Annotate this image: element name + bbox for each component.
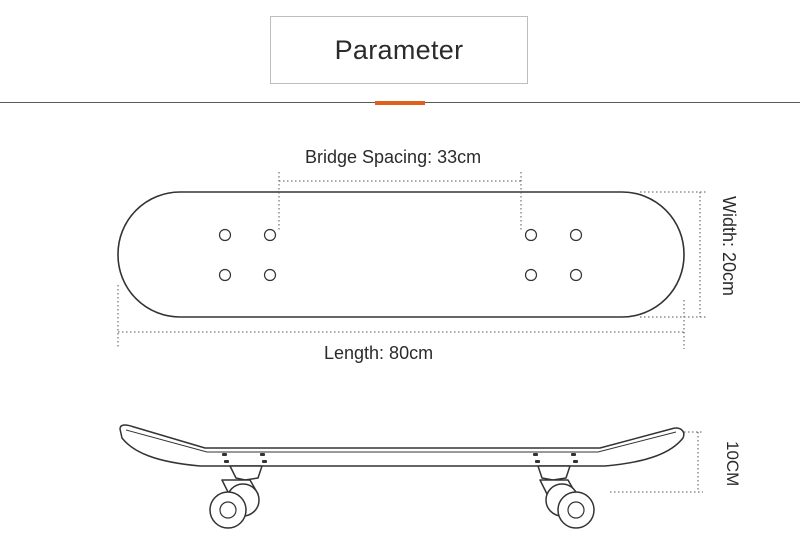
bolt-head	[571, 453, 576, 456]
bolt-head	[262, 460, 267, 463]
bolt-hole	[569, 228, 583, 242]
bolt-hole	[524, 268, 538, 282]
side-bolts	[222, 453, 578, 463]
length-label: Length: 80cm	[324, 343, 434, 363]
bolt-hole	[218, 268, 232, 282]
bolt-head	[260, 453, 265, 456]
header-accent-bar	[375, 101, 425, 105]
bolt-hole	[218, 228, 232, 242]
bolt-hole	[263, 228, 277, 242]
page-title: Parameter	[334, 34, 464, 65]
deck-top-surface	[125, 429, 677, 453]
deck-side-profile	[119, 424, 685, 467]
wheel-right-hub	[567, 501, 585, 519]
width-dimension	[640, 191, 706, 318]
bolt-head	[222, 453, 227, 456]
truck-holes-left	[218, 228, 277, 282]
height-dimension	[610, 431, 703, 493]
bolt-head	[573, 460, 578, 463]
bolt-hole	[263, 268, 277, 282]
bolt-hole	[569, 268, 583, 282]
bolt-head	[535, 460, 540, 463]
truck-holes-right	[524, 228, 583, 282]
width-label: Width: 20cm	[719, 196, 739, 297]
bridge-spacing-label: Bridge Spacing: 33cm	[305, 147, 482, 167]
bridge-spacing-dimension	[278, 172, 522, 230]
bolt-head	[224, 460, 229, 463]
bolt-head	[533, 453, 538, 456]
truck-left	[229, 465, 263, 481]
skateboard-side-view	[119, 424, 685, 529]
length-dimension	[117, 285, 685, 349]
title-box: Parameter	[270, 16, 528, 84]
height-label: 10CM	[723, 441, 742, 487]
truck-right	[537, 465, 571, 481]
bolt-hole	[524, 228, 538, 242]
deck-top-view	[117, 191, 685, 318]
wheel-left-hub	[219, 501, 237, 519]
